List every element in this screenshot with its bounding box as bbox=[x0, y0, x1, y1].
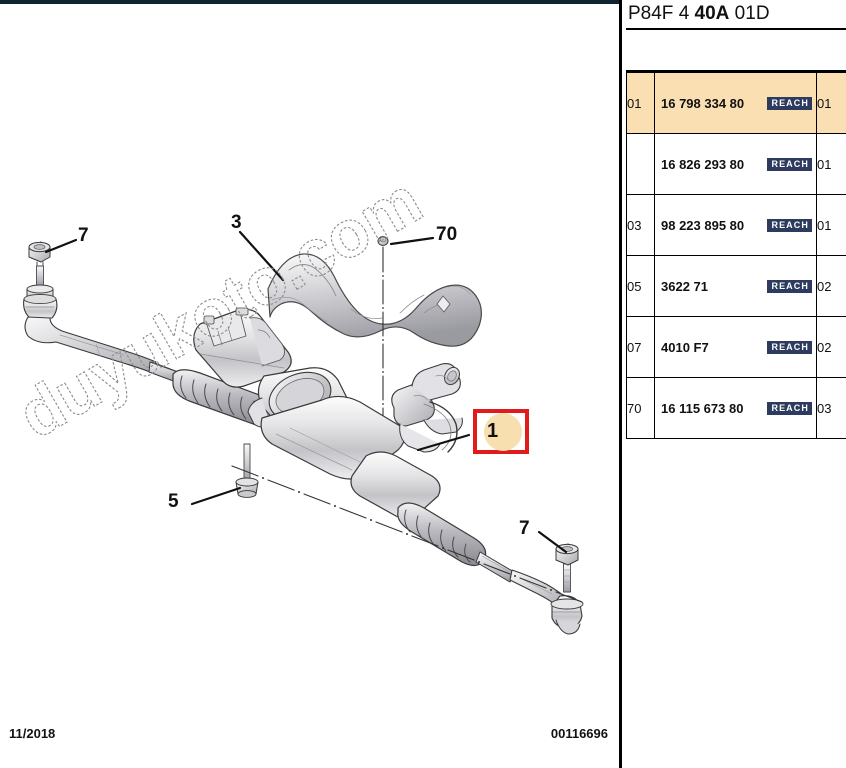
table-row[interactable]: 70 16 115 673 80 REACH 03 bbox=[626, 377, 846, 439]
item-code-cell: 70 bbox=[626, 377, 655, 439]
leader-7-lower bbox=[537, 530, 568, 554]
parts-table: 01 16 798 334 80 REACH 01 16 826 293 80 bbox=[626, 72, 846, 439]
title-code: 40A bbox=[694, 3, 730, 24]
page-title: P84F 4 40A 01D bbox=[628, 3, 770, 25]
table-row[interactable]: 01 16 798 334 80 REACH 01 bbox=[626, 72, 846, 134]
table-row[interactable]: 07 4010 F7 REACH 02 bbox=[626, 316, 846, 378]
part-number: 4010 F7 bbox=[661, 339, 709, 355]
heat-shield-bolt bbox=[377, 236, 389, 246]
callout-label-5: 5 bbox=[168, 491, 179, 512]
table-row[interactable]: 16 826 293 80 REACH 01 bbox=[626, 133, 846, 195]
tie-rod-end-upper-left bbox=[23, 241, 157, 373]
leader-1 bbox=[416, 433, 471, 452]
leader-70 bbox=[389, 236, 435, 246]
part-number-cell: 3622 71 REACH bbox=[654, 255, 817, 317]
callout-label-7-lower: 7 bbox=[519, 518, 530, 539]
bellows-boot-right bbox=[397, 502, 487, 567]
leader-3 bbox=[238, 230, 285, 282]
reach-badge: REACH bbox=[767, 96, 812, 110]
part-number: 98 223 895 80 bbox=[661, 217, 745, 233]
footer-code: 00116696 bbox=[550, 726, 608, 741]
reach-badge: REACH bbox=[767, 218, 812, 232]
quantity-cell: 02 bbox=[816, 316, 846, 378]
callout-label-7-upper: 7 bbox=[78, 225, 89, 246]
heat-shield-part bbox=[267, 253, 482, 347]
title-rule bbox=[626, 28, 846, 30]
table-header-band bbox=[626, 30, 846, 70]
leader-5 bbox=[190, 486, 242, 506]
part-number: 16 798 334 80 bbox=[661, 95, 745, 111]
item-code-cell: 07 bbox=[626, 316, 655, 378]
reach-badge: REACH bbox=[767, 279, 812, 293]
quantity-cell: 01 bbox=[816, 194, 846, 256]
part-number-cell: 16 798 334 80 REACH bbox=[654, 72, 817, 134]
reach-badge: REACH bbox=[767, 401, 812, 415]
callout-label-1: 1 bbox=[487, 420, 499, 442]
title-prefix: P84F 4 bbox=[628, 3, 695, 24]
top-rule bbox=[0, 0, 622, 4]
callout-label-70: 70 bbox=[436, 224, 458, 245]
quantity-cell: 01 bbox=[816, 133, 846, 195]
part-number-cell: 4010 F7 REACH bbox=[654, 316, 817, 378]
steering-rack-housing bbox=[260, 395, 441, 520]
part-number-cell: 98 223 895 80 REACH bbox=[654, 194, 817, 256]
callout-1-highlight-circle bbox=[484, 413, 522, 451]
table-row[interactable]: 05 3622 71 REACH 02 bbox=[626, 255, 846, 317]
steering-rack-drawing bbox=[0, 4, 622, 714]
table-row[interactable]: 03 98 223 895 80 REACH 01 bbox=[626, 194, 846, 256]
parts-table-panel: P84F 4 40A 01D 01 16 798 334 80 REACH 01 bbox=[622, 0, 846, 768]
quantity-cell: 03 bbox=[816, 377, 846, 439]
item-code-cell: 05 bbox=[626, 255, 655, 317]
part-number: 16 115 673 80 bbox=[661, 400, 744, 416]
item-code-cell bbox=[626, 133, 655, 195]
quantity-cell: 02 bbox=[816, 255, 846, 317]
reach-badge: REACH bbox=[767, 157, 812, 171]
footer-date: 11/2018 bbox=[9, 726, 56, 741]
illustration-panel: duyukoto.com 7 3 70 5 7 1 11/2018 001166… bbox=[0, 0, 622, 756]
part-number: 16 826 293 80 bbox=[661, 156, 745, 172]
part-number-cell: 16 115 673 80 REACH bbox=[654, 377, 817, 439]
item-code-cell: 03 bbox=[626, 194, 655, 256]
item-code-cell: 01 bbox=[626, 72, 655, 134]
tie-rod-end-lower-right bbox=[475, 543, 584, 635]
header-rule bbox=[626, 70, 846, 72]
part-number-cell: 16 826 293 80 REACH bbox=[654, 133, 817, 195]
leader-7-upper bbox=[44, 238, 78, 254]
title-suffix: 01D bbox=[729, 3, 770, 24]
panel-divider bbox=[619, 0, 622, 768]
parts-table-body: 01 16 798 334 80 REACH 01 16 826 293 80 bbox=[626, 72, 846, 439]
footer: 11/2018 00116696 bbox=[0, 726, 612, 756]
rack-valve-fittings bbox=[391, 363, 463, 453]
quantity-cell: 01 bbox=[816, 72, 846, 134]
callout-label-3: 3 bbox=[231, 212, 242, 233]
reach-badge: REACH bbox=[767, 340, 812, 354]
part-number: 3622 71 bbox=[661, 278, 708, 294]
steering-motor-housing bbox=[193, 307, 292, 388]
